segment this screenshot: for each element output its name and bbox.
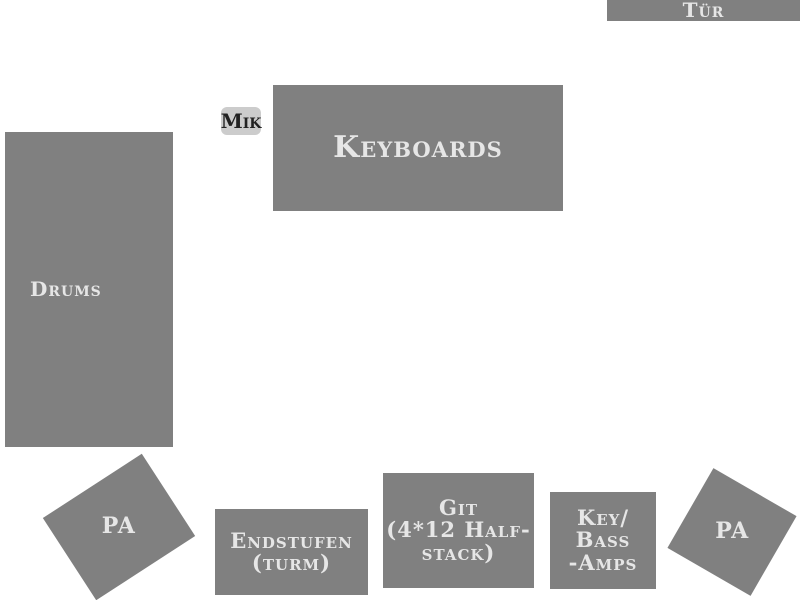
pa-left-label: PA [101,513,137,540]
guitar-amp-block: Git (4*12 Half- stack) [383,473,534,588]
endstufen-block: Endstufen (turm) [215,509,368,595]
key-bass-amps-line2: Bass [575,527,631,553]
drums-block: Drums [5,132,173,447]
pa-right-block: PA [667,468,797,596]
pa-left-block: PA [42,453,196,600]
door-label: Tür [682,0,725,22]
endstufen-line2: (turm) [251,550,332,575]
microphone-block: Mik [221,107,261,135]
key-bass-amps-line1: Key/ [576,505,630,531]
key-bass-amps-block: Key/ Bass -Amps [550,492,656,589]
key-bass-amps-line3: -Amps [568,549,638,575]
microphone-label: Mik [220,108,262,133]
drums-label: Drums [30,277,102,301]
door-block: Tür [607,0,800,21]
keyboards-label: Keyboards [333,130,503,166]
guitar-amp-line2: (4*12 Half- [386,517,531,543]
pa-right-label: PA [714,518,750,545]
guitar-amp-label: Git (4*12 Half- stack) [386,497,530,563]
guitar-amp-line3: stack) [421,539,496,565]
key-bass-amps-label: Key/ Bass -Amps [569,507,638,573]
endstufen-label: Endstufen (turm) [230,527,353,575]
endstufen-line1: Endstufen [230,527,353,553]
guitar-amp-line1: Git [438,495,479,521]
keyboards-block: Keyboards [273,85,563,211]
